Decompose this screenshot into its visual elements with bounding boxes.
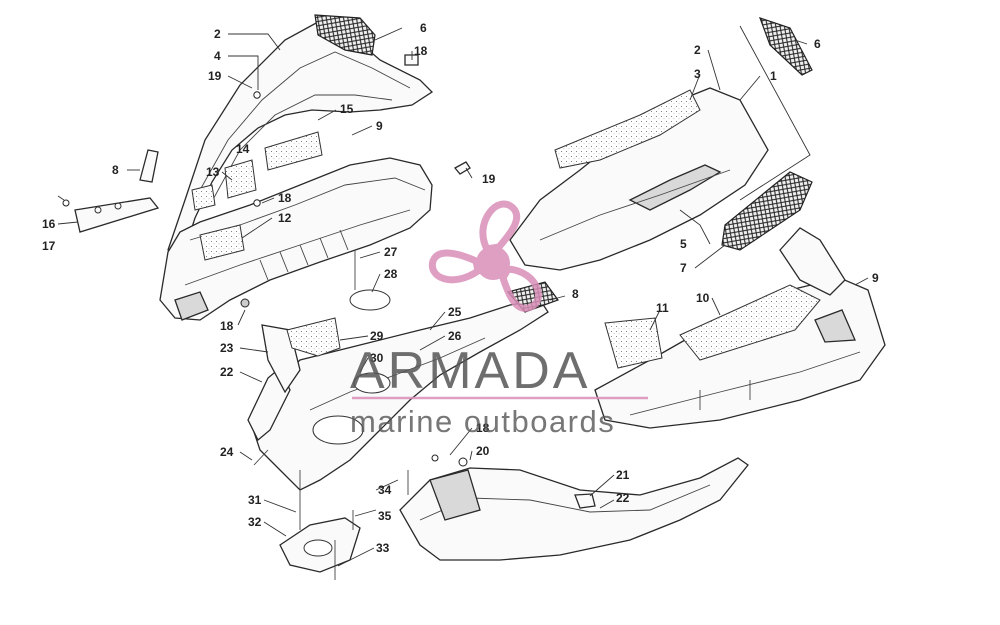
callout-19-upper: 19 <box>208 69 222 83</box>
callout-15: 15 <box>340 102 354 116</box>
callout-21: 21 <box>616 468 630 482</box>
callout-6-right: 6 <box>814 37 821 51</box>
callout-3: 3 <box>694 67 701 81</box>
callout-31: 31 <box>248 493 262 507</box>
callout-34: 34 <box>378 483 392 497</box>
callout-13: 13 <box>206 165 220 179</box>
callout-23: 23 <box>220 341 234 355</box>
callout-labels: 2 4 19 6 18 15 9 14 8 13 18 19 12 16 17 … <box>42 21 879 555</box>
callout-1: 1 <box>770 69 777 83</box>
callout-20: 20 <box>476 444 490 458</box>
callout-10: 10 <box>696 291 710 305</box>
callout-5: 5 <box>680 237 687 251</box>
callout-11: 11 <box>656 301 669 315</box>
callout-16: 16 <box>42 217 56 231</box>
callout-30: 30 <box>370 351 384 365</box>
callout-26: 26 <box>448 329 462 343</box>
belly-pan-center <box>247 250 549 580</box>
hood-assembly-left <box>62 14 471 321</box>
callout-35: 35 <box>378 509 392 523</box>
callout-27: 27 <box>384 245 398 259</box>
watermark-tagline: marine outboards <box>350 404 615 439</box>
callout-4: 4 <box>214 49 221 63</box>
callout-25: 25 <box>448 305 462 319</box>
callout-9-right: 9 <box>872 271 879 285</box>
watermark-brand: ARMADA <box>350 342 590 400</box>
callout-2-top-left: 2 <box>214 27 221 41</box>
callout-22-right: 22 <box>616 491 630 505</box>
side-panel-right <box>506 17 813 313</box>
callout-22-left: 22 <box>220 365 234 379</box>
callout-2-right: 2 <box>694 43 701 57</box>
callout-6-top-left: 6 <box>420 21 427 35</box>
callout-32: 32 <box>248 515 262 529</box>
callout-29: 29 <box>370 329 384 343</box>
callout-18-lower-center: 18 <box>476 421 490 435</box>
callout-12: 12 <box>278 211 292 225</box>
callout-14: 14 <box>236 142 250 156</box>
callout-18-middle: 18 <box>278 191 292 205</box>
callout-8-center: 8 <box>572 287 579 301</box>
callout-24: 24 <box>220 445 234 459</box>
callout-19-right: 19 <box>482 172 496 186</box>
callout-9-left: 9 <box>376 119 383 133</box>
body-pan-right <box>594 227 886 429</box>
callout-18-lower-left: 18 <box>220 319 234 333</box>
armada-watermark: ARMADA marine outboards <box>350 200 648 439</box>
callout-17: 17 <box>42 239 56 253</box>
leader-lines <box>57 25 869 567</box>
propeller-logo-icon <box>428 200 542 312</box>
callout-28: 28 <box>384 267 398 281</box>
callout-33: 33 <box>376 541 390 555</box>
callout-8-left: 8 <box>112 163 119 177</box>
callout-18-upper: 18 <box>414 44 428 58</box>
lower-skid-plate <box>399 454 749 561</box>
callout-7: 7 <box>680 261 687 275</box>
